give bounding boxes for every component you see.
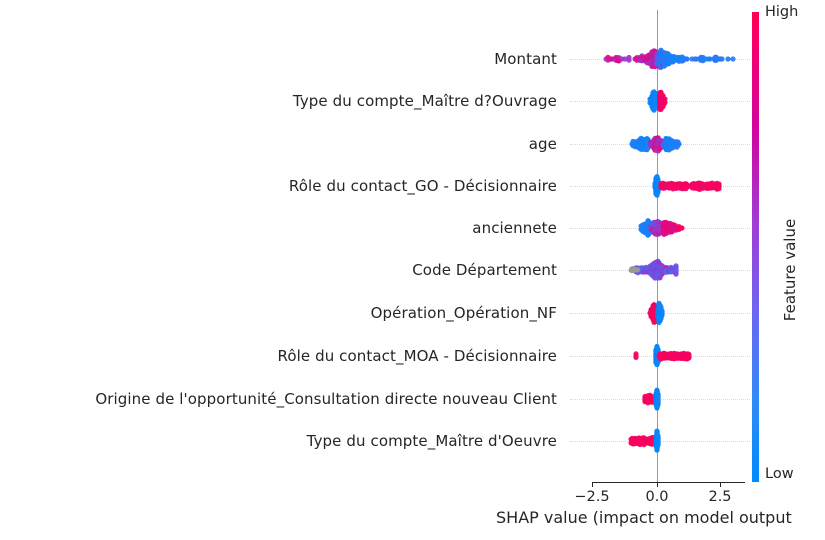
x-axis-title: SHAP value (impact on model output (496, 508, 792, 527)
x-tick-mark (720, 482, 722, 487)
feature-label-montant: Montant (494, 50, 557, 68)
grid-line (570, 144, 750, 145)
grid-line (570, 399, 750, 400)
grid-line (570, 356, 750, 357)
x-tick-mark (592, 482, 594, 487)
feature-label-age: age (528, 135, 557, 153)
x-tick-mark (657, 482, 659, 487)
colorbar-high-label: High (765, 4, 799, 20)
feature-label-role-contact-go: Rôle du contact_GO - Décisionnaire (288, 177, 557, 195)
grid-line (570, 228, 750, 229)
feature-label-operation-nf: Opération_Opération_NF (370, 304, 557, 322)
colorbar-title: Feature value (781, 218, 799, 322)
x-tick-label-zero: 0.0 (645, 489, 669, 505)
grid-line (570, 186, 750, 187)
zero-reference-line (657, 10, 658, 482)
feature-label-code-departement: Code Département (412, 261, 557, 279)
grid-line (570, 59, 750, 60)
grid-line (570, 101, 750, 102)
feature-label-origine-opportunite: Origine de l'opportunité_Consultation di… (95, 390, 557, 408)
feature-label-role-contact-moa: Rôle du contact_MOA - Décisionnaire (277, 347, 557, 365)
feature-label-type-compte-moe: Type du compte_Maître d'Oeuvre (306, 432, 557, 450)
x-axis-spine (592, 482, 745, 484)
feature-label-anciennete: anciennete (472, 219, 557, 237)
feature-value-colorbar (752, 12, 759, 482)
grid-line (570, 270, 750, 271)
grid-line (570, 313, 750, 314)
feature-label-type-compte-moa: Type du compte_Maître d?Ouvrage (292, 92, 557, 110)
x-tick-label-neg2-5: −2.5 (574, 489, 610, 505)
colorbar-low-label: Low (765, 466, 794, 482)
grid-line (570, 441, 750, 442)
x-tick-label-pos2-5: 2.5 (708, 489, 732, 505)
